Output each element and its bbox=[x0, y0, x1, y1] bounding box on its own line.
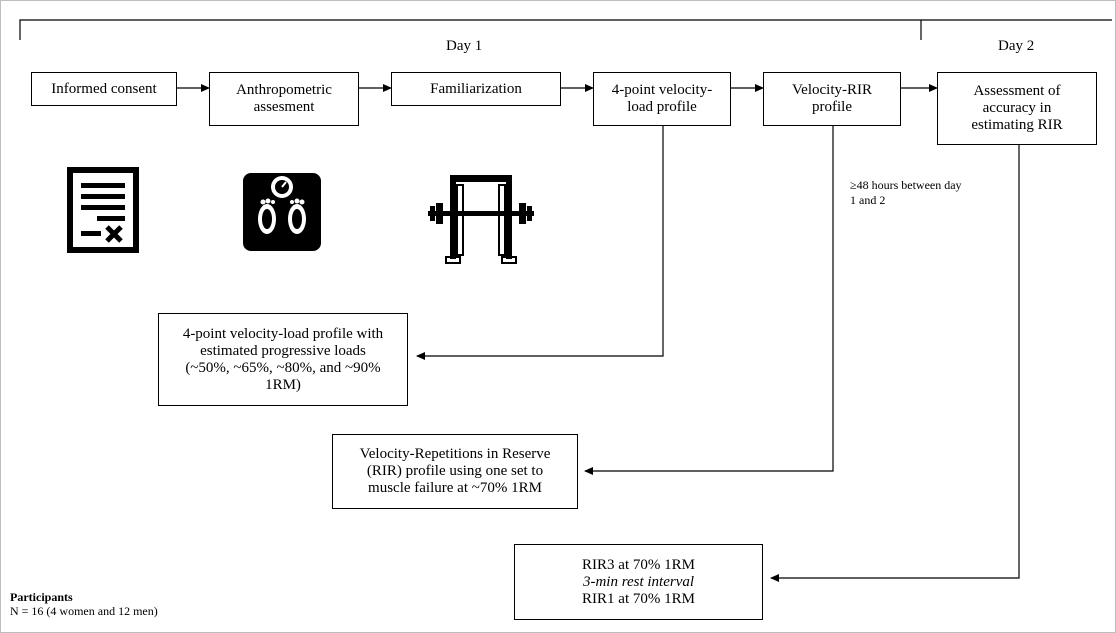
rest-interval-line: 3-min rest interval bbox=[582, 573, 695, 590]
document-icon bbox=[67, 167, 139, 253]
detail-velocity-rir: Velocity-Repetitions in Reserve (RIR) pr… bbox=[332, 434, 578, 509]
rir3-line: RIR3 at 70% 1RM bbox=[582, 556, 695, 573]
participants-text: N = 16 (4 women and 12 men) bbox=[10, 604, 158, 618]
step-anthropometric: Anthropometric assesment bbox=[209, 72, 359, 126]
step-accuracy: Assessment of accuracy in estimating RIR bbox=[937, 72, 1097, 145]
detail-rir-protocol: RIR3 at 70% 1RM 3-min rest interval RIR1… bbox=[514, 544, 763, 620]
participants-title: Participants bbox=[10, 590, 73, 604]
arrow-accuracy-detail bbox=[770, 145, 1020, 582]
step-velocity-load: 4-point velocity- load profile bbox=[593, 72, 731, 126]
arrow-velload-detail bbox=[416, 126, 664, 360]
day1-label: Day 1 bbox=[446, 38, 483, 54]
rir1-line: RIR1 at 70% 1RM bbox=[582, 590, 695, 607]
arrow-velrir-detail bbox=[584, 126, 834, 475]
scale-icon bbox=[243, 173, 321, 251]
day-bracket bbox=[19, 19, 1112, 40]
interval-note: ≥48 hours between day 1 and 2 bbox=[850, 178, 962, 207]
squat-rack-icon bbox=[428, 175, 534, 264]
step-informed-consent: Informed consent bbox=[31, 72, 177, 106]
step-velocity-rir: Velocity-RIR profile bbox=[763, 72, 901, 126]
detail-velocity-load: 4-point velocity-load profile with estim… bbox=[158, 313, 408, 406]
step-familiarization: Familiarization bbox=[391, 72, 561, 106]
day2-label: Day 2 bbox=[998, 38, 1035, 54]
